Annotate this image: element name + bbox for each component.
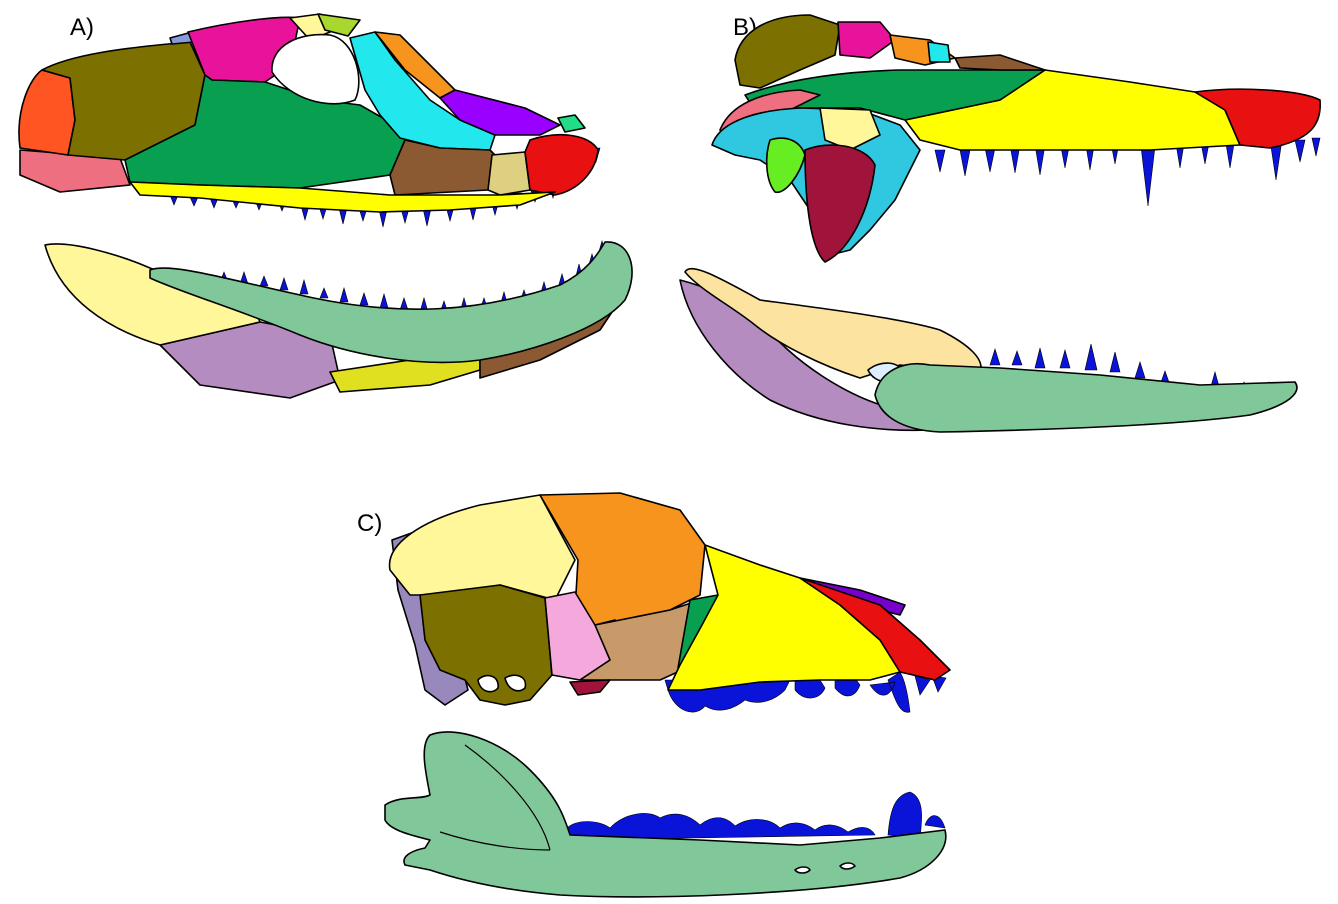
bone-b-maroon: [805, 145, 875, 262]
panel-a-skull: [19, 14, 600, 227]
bone-b-dentary: [875, 364, 1297, 432]
bone-a-small-tan: [488, 152, 530, 195]
bone-b-magenta: [838, 22, 895, 58]
bone-a-small-green: [558, 115, 585, 132]
bone-b-brown: [955, 55, 1045, 70]
panel-c-lower-teeth: [565, 792, 945, 840]
bone-a-squamosal: [19, 70, 75, 155]
bone-c-dentary: [385, 732, 946, 897]
panel-b-mandible: [680, 269, 1297, 432]
panel-c-mandible: [385, 732, 946, 897]
panel-a-mandible: [45, 241, 632, 398]
bone-c-maroon: [570, 680, 610, 695]
bone-c-parietal: [390, 495, 575, 600]
bone-b-cyan-small: [928, 42, 950, 62]
bone-a-premaxilla: [525, 135, 598, 195]
panel-b-skull: [712, 15, 1320, 262]
panel-c-skull: [390, 493, 950, 712]
